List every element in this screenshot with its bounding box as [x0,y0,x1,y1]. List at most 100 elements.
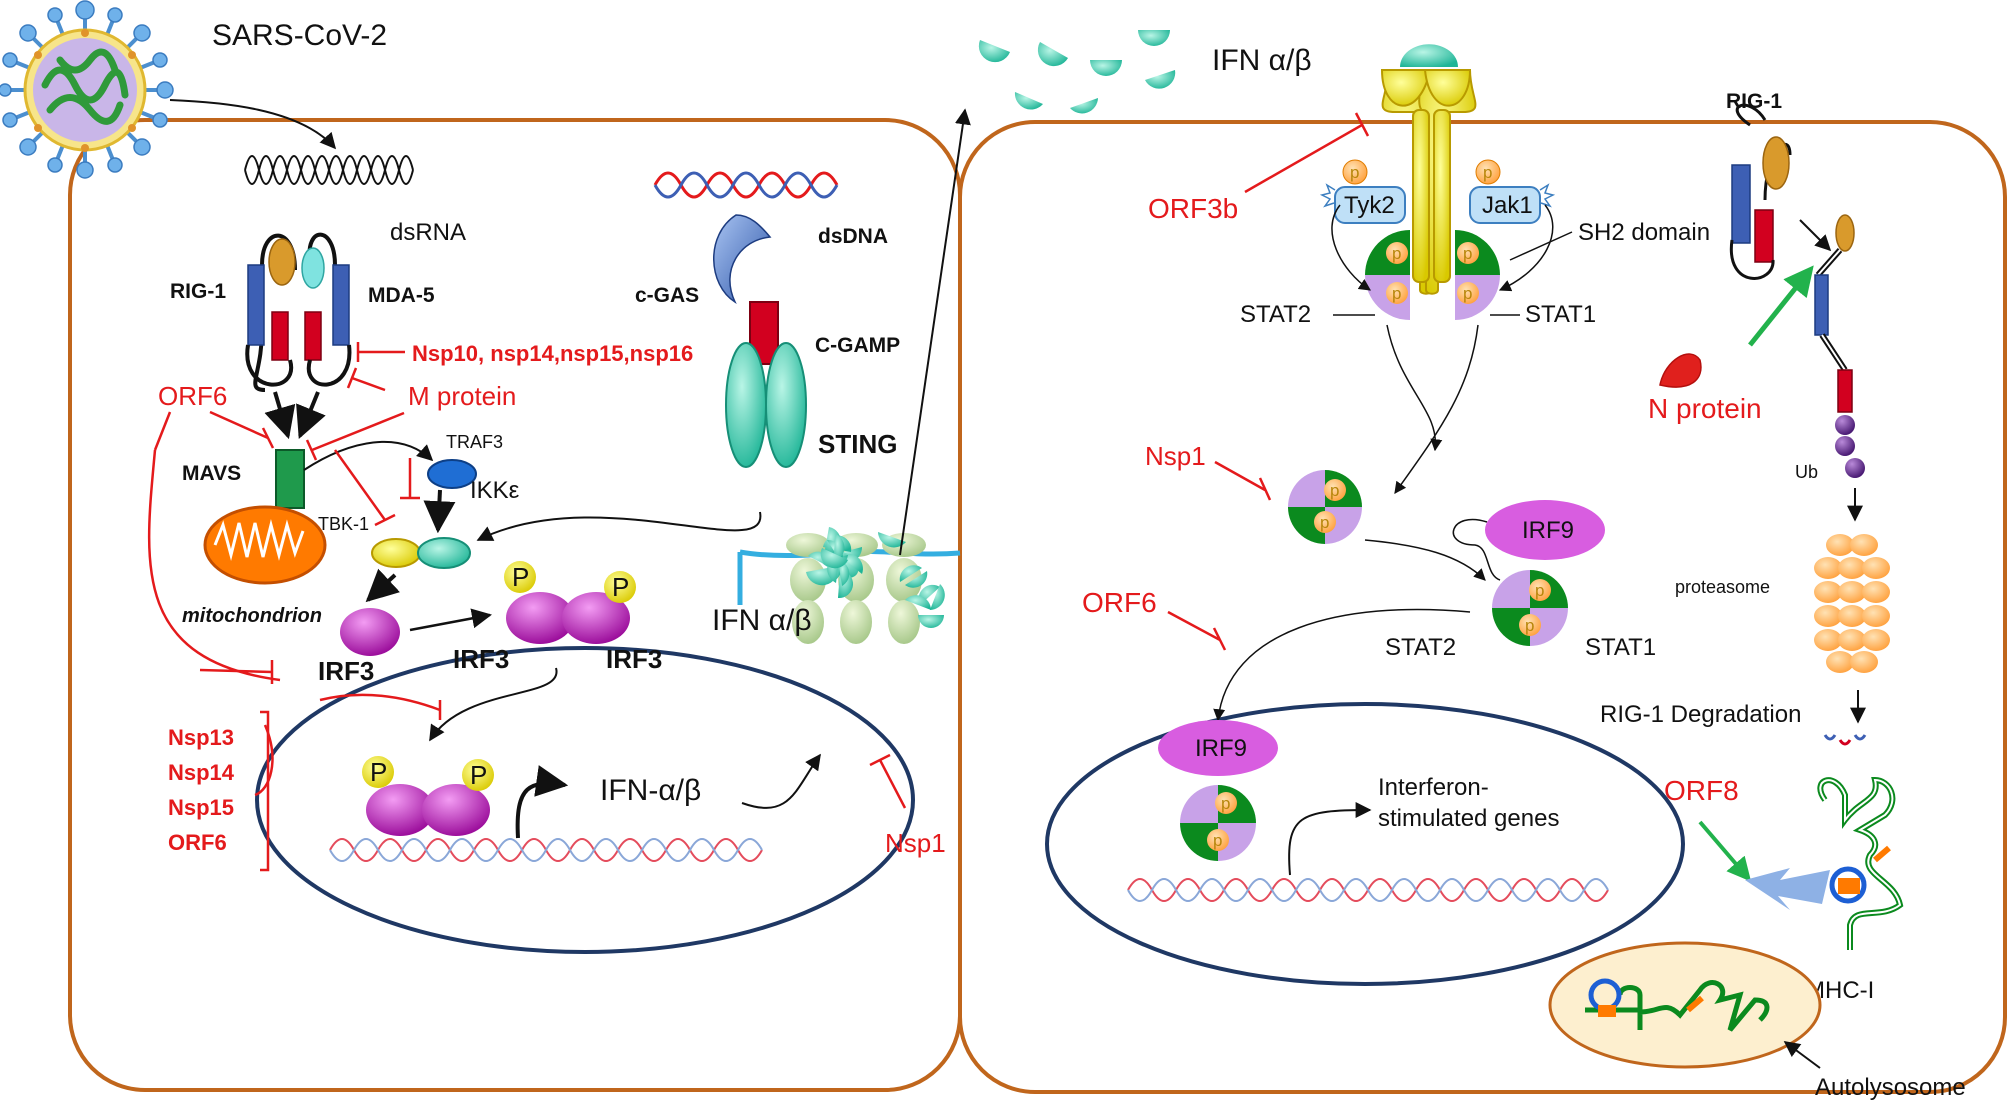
nsp10-16-label: Nsp10, nsp14,nsp15,nsp16 [412,341,693,366]
ifn-moons-drawn [820,548,928,588]
irf3-nuclear-entry-arrow [429,667,558,742]
traf3-inhibition-mark [400,458,420,500]
rig1-ubiquitinated-icon [1814,214,1865,478]
orf8-mhc-target-arrow [1745,868,1830,910]
tyk2-label: Tyk2 [1344,192,1395,219]
left-nuclear-dna-helix-icon [329,838,763,862]
stat2-top-label: STAT2 [1240,301,1311,328]
stat1-p1-label: p [1463,244,1472,263]
nsp1-stat-inhibition-mark [1214,460,1272,501]
orf6-irf3-inhibition-mark [199,660,274,684]
jak1-icon [1469,159,1556,224]
irf9-label-b: IRF9 [1195,735,1247,762]
mhc-i-icon [1817,776,1904,950]
ifn-moons-visible-set [833,534,945,610]
stat1-release-arrow [1394,324,1479,494]
irf3-label-a: IRF3 [318,656,374,686]
isgf3-p2-label: p [1525,616,1534,635]
sting-left-icon [725,342,767,468]
ifn-secretion-arrow [741,753,821,809]
tyk2-icon [1319,159,1406,224]
stat1-p2-label: p [1463,284,1472,303]
ifn-receptor-yellow-icon [1380,44,1477,295]
isg-transcription-arrow [1288,802,1372,876]
rig1-degradation-label: RIG-1 Degradation [1600,701,1801,728]
orf6-nuclear-inhibition-mark [1167,610,1227,651]
irf3-monomer-icon [340,608,400,656]
stat2-receptor-icon [1365,230,1410,320]
stat1-mid-label: STAT1 [1585,634,1656,661]
dsdna-helix-icon [653,171,839,199]
tbk1-icon [371,538,421,568]
left-nucleus [255,646,915,954]
autolysosome-label: Autolysosome [1815,1074,1966,1100]
n-protein-activation-arrow [1748,265,1814,347]
jak1-to-stat1-arrow [1498,204,1554,292]
irf9-free-icon [1485,500,1605,560]
sh2-label: SH2 domain [1578,219,1710,246]
mda5-label: MDA-5 [368,284,435,307]
tbk1-inhibition-mark [333,449,396,527]
mda5-receptor-icon [301,232,352,387]
mavs-icon [275,449,305,509]
orf6-right-label: ORF6 [1082,587,1157,618]
inhibitor-nsp15: Nsp15 [168,795,234,820]
mavs-label: MAVS [182,462,241,485]
ikke-label: IKKε [470,477,520,504]
stat2-mid-label: STAT2 [1385,634,1456,661]
n-protein-icon [1659,353,1702,388]
free-stat-p1-label: p [1330,481,1339,500]
ub-label: Ub [1795,462,1818,482]
m-protein-label: M protein [408,381,516,411]
inhibitor-nsp13: Nsp13 [168,725,234,750]
traf3-to-tbk1-arrow [423,489,456,534]
jak1-p-label: p [1483,163,1492,182]
inhibitor-list-bracket [260,710,270,872]
irf3-label-c: IRF3 [606,644,662,674]
isg-label-line1: Interferon- [1378,774,1489,801]
cgamp-label: C-GAMP [815,334,900,357]
nuc-irf3-p2-label: P [470,760,487,790]
right-nucleus [1045,702,1685,986]
stat2-release-arrow [1386,324,1443,452]
autolysosome-pointer-arrow [1783,1041,1821,1069]
irf9-nuclear-icon [1158,720,1278,776]
isgf3-stat-dimer-icon [1492,570,1568,646]
traf3-label: TRAF3 [446,432,503,452]
irf3-dimer-phospho-icon [504,561,636,644]
jak1-label: Jak1 [1482,192,1533,219]
ifn-export-arrow [899,108,971,556]
traf3-icon [427,459,477,489]
rig1-to-mavs-arrow [264,391,296,440]
rig1-right-receptor-icon [1729,103,1792,280]
transcription-arrow [515,765,569,839]
isg-label-line2: stimulated genes [1378,805,1559,832]
ifn-ab-mid-label: IFN α/β [712,604,812,637]
nsp-nuclear-inhibition-line [319,693,441,712]
right-nuclear-dna-helix-icon [1127,878,1609,902]
right-cell-membrane [958,120,2007,1094]
isgf3-p1-label: p [1535,581,1544,600]
stat2-p1-label: p [1392,244,1401,263]
sting-right-icon [765,342,807,468]
orf6-label-top: ORF6 [158,381,227,411]
isgf3-nuclear-entry-arrow [1213,608,1471,722]
virus-label: SARS-CoV-2 [212,19,387,52]
tyk2-p-label: p [1350,163,1359,182]
irf3-p1-label: P [512,562,529,592]
degraded-fragments-icon [1823,734,1867,746]
nuclear-stat-dimer-icon [1180,785,1256,861]
nuc-stat-p2-label: p [1213,831,1222,850]
rig1-receptor-icon [245,233,297,392]
irf3-p2-label: P [612,572,629,602]
inhibitor-orf6: ORF6 [168,830,227,855]
nuc-stat-p1-label: p [1221,794,1230,813]
cgas-icon [713,214,772,305]
irf9-join-line [1452,518,1501,581]
mavs-to-traf3-arrow [303,440,434,471]
stat1-receptor-icon [1455,230,1500,320]
ikke-icon [417,537,471,569]
ifn-gene-label: IFN-α/β [600,774,701,807]
